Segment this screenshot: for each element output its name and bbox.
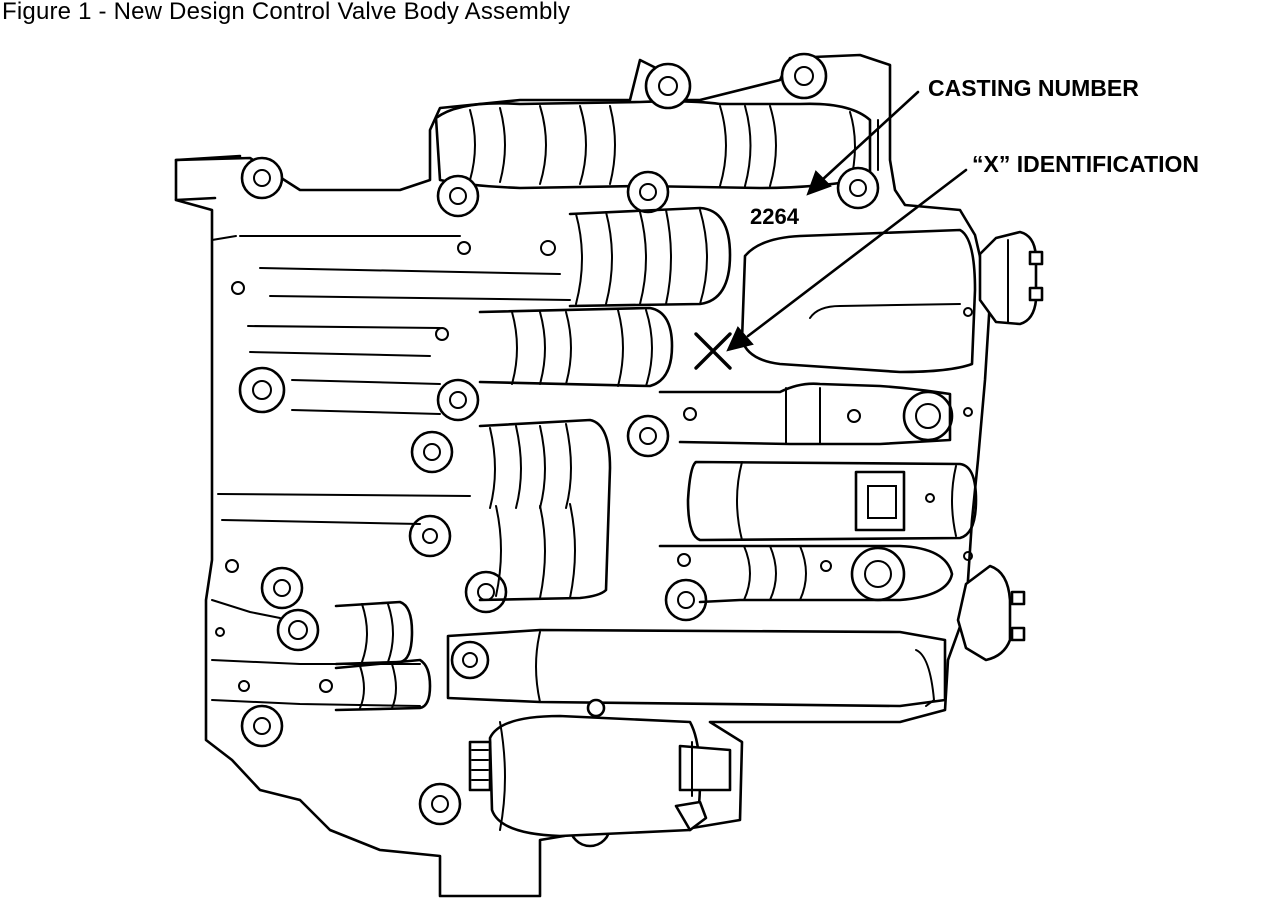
right-center-spool-housing — [686, 460, 978, 542]
spool-valve-lower-small-2 — [334, 658, 432, 712]
spool-valve-bottom-long — [446, 628, 947, 708]
upper-bore-housing — [434, 100, 872, 190]
bottom-solenoid-spring — [468, 740, 492, 792]
casting-number-label: CASTING NUMBER — [928, 75, 1139, 101]
spool-valve-right-mid — [658, 382, 952, 446]
spool-valve-center-lands — [511, 309, 653, 387]
bottom-solenoid-clip — [674, 800, 708, 832]
spool-valve-upper-mid — [568, 206, 732, 308]
spool-valve-lower-left-lands — [489, 423, 576, 599]
x-identification-mark — [694, 332, 732, 370]
right-upper-bolts — [1028, 250, 1044, 302]
small-passage-holes — [215, 240, 973, 801]
bottom-solenoid — [488, 714, 702, 838]
casting-number-value: 2264 — [750, 204, 800, 229]
spool-valve-lower-small — [334, 600, 414, 666]
spool-valve-right-lower — [658, 544, 954, 604]
casting-number-leader — [806, 90, 920, 196]
spool-valve-lower-left — [478, 418, 612, 602]
figure-title: Figure 1 - New Design Control Valve Body… — [2, 0, 571, 25]
right-upper-pocket — [740, 228, 977, 374]
x-identification-leader — [726, 168, 968, 352]
right-lower-bracket — [956, 564, 1012, 662]
bottom-solenoid-terminal — [678, 744, 732, 792]
left-mounting-tab — [174, 154, 242, 202]
spool-valve-upper-mid-lands — [575, 209, 708, 305]
x-identification-label: “X” IDENTIFICATION — [972, 151, 1199, 177]
spool-valve-center — [478, 306, 674, 388]
check-ball — [586, 698, 606, 718]
bore-lines — [211, 235, 571, 707]
bolt-bosses — [238, 52, 954, 848]
right-lower-bolts — [1010, 590, 1026, 642]
